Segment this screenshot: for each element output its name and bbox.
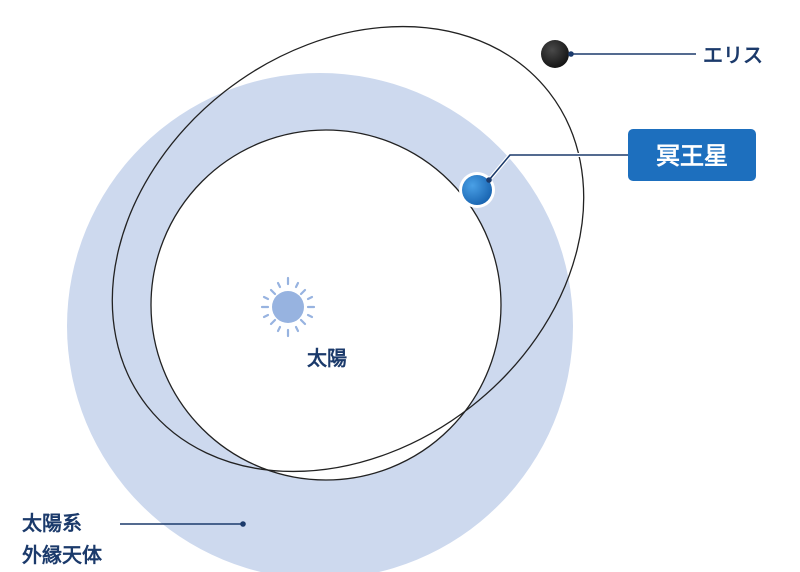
pluto-icon [459, 172, 495, 208]
pluto-orbit [150, 129, 502, 481]
tno-label-line2: 外縁天体 [22, 543, 103, 567]
pluto-leader-dot [486, 177, 492, 183]
pluto-body-icon [462, 175, 492, 205]
tno-belt-region [67, 73, 573, 572]
eris-orbit [111, 25, 585, 473]
sun-disc [272, 291, 304, 323]
eris-body-icon [541, 40, 569, 68]
pluto-label-badge [628, 129, 756, 181]
pluto-leader-line-inner [488, 154, 628, 181]
pluto-label: 冥王星 [656, 142, 728, 170]
tno-leader-dot [240, 521, 246, 527]
eris-leader-dot [568, 51, 574, 57]
sun-label: 太陽 [307, 346, 347, 370]
tno-label-line1: 太陽系 [22, 511, 82, 535]
sun-icon [260, 276, 316, 338]
eris-icon [538, 37, 572, 71]
sun-rays [260, 276, 316, 338]
eris-label: エリス [703, 43, 763, 67]
